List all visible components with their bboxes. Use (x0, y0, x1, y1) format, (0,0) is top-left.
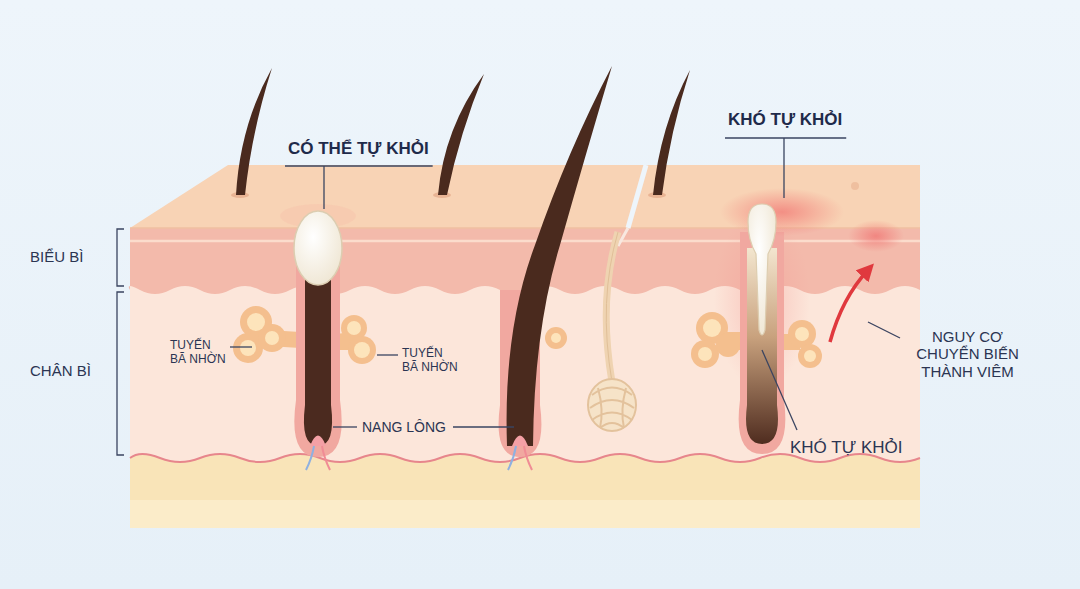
comedone (748, 204, 776, 335)
nerve (322, 446, 330, 470)
leader-line (230, 346, 252, 347)
sebaceous-gland (716, 333, 740, 357)
heading-label: CÓ THỂ TỰ KHỎI (288, 139, 429, 159)
surface-hairs (236, 68, 690, 195)
gland-core (551, 333, 561, 343)
leaders (117, 138, 900, 455)
risk-arrow (830, 270, 868, 342)
sweat-coil (590, 388, 634, 429)
layer-label: CHÂN BÌ (30, 362, 91, 379)
leader-line (453, 426, 514, 427)
leader-line (868, 322, 900, 338)
whitehead (294, 211, 342, 285)
hair (653, 70, 690, 195)
sebaceous-gland (691, 340, 719, 368)
gland-core (795, 327, 809, 341)
leader-line (783, 138, 784, 198)
layer-label: BIỂU BÌ (30, 248, 83, 265)
nerve (524, 446, 532, 470)
gland-core (265, 331, 279, 345)
fat-band (130, 500, 920, 528)
pore (851, 182, 859, 190)
gland-core (247, 313, 265, 331)
papilla (512, 436, 528, 447)
hair (438, 74, 484, 195)
part-label: TUYẾN BÃ NHỜN (170, 339, 228, 367)
gland-core (240, 340, 256, 356)
part-label: TUYẾN BÃ NHỜN (402, 347, 460, 375)
nerve (306, 446, 314, 470)
hair (236, 68, 272, 195)
heading-label: KHÓ TỰ KHỎI (728, 110, 842, 130)
gland-core (698, 347, 712, 361)
sebaceous-gland (545, 327, 567, 349)
part-label: KHÓ TỰ KHỎI (790, 438, 902, 458)
note-label: NGUY CƠ CHUYỂN BIẾN THÀNH VIÊM (905, 328, 1030, 380)
sweat-duct (606, 232, 618, 382)
sweat-gland (588, 232, 636, 431)
layer-bracket (117, 229, 124, 286)
gland-core (347, 321, 361, 335)
sweat-coil (588, 379, 636, 431)
sebaceous-gland (788, 320, 816, 348)
stratum-line (130, 240, 920, 243)
inflammation-glow (848, 220, 904, 252)
hair-root (304, 262, 332, 446)
gland-core (703, 319, 721, 337)
layer-bracket (117, 292, 124, 455)
follicle-blocked (691, 188, 904, 454)
leader-line (323, 166, 324, 209)
gland-core (804, 350, 816, 362)
gland-core (354, 342, 370, 358)
part-label: NANG LÔNG (362, 419, 446, 435)
skin-crack (628, 165, 646, 228)
sebaceous-gland (798, 344, 822, 368)
sebaceous-gland (348, 336, 376, 364)
title-underline (285, 165, 433, 166)
follicle-closed (233, 204, 376, 470)
leader-line (762, 350, 797, 430)
leader-line (377, 354, 398, 355)
inflammation-glow (720, 188, 844, 236)
nerve (508, 446, 516, 470)
papilla (310, 436, 326, 447)
title-underline (725, 137, 846, 138)
sweat-duct (606, 232, 618, 382)
leader-line (333, 426, 357, 427)
